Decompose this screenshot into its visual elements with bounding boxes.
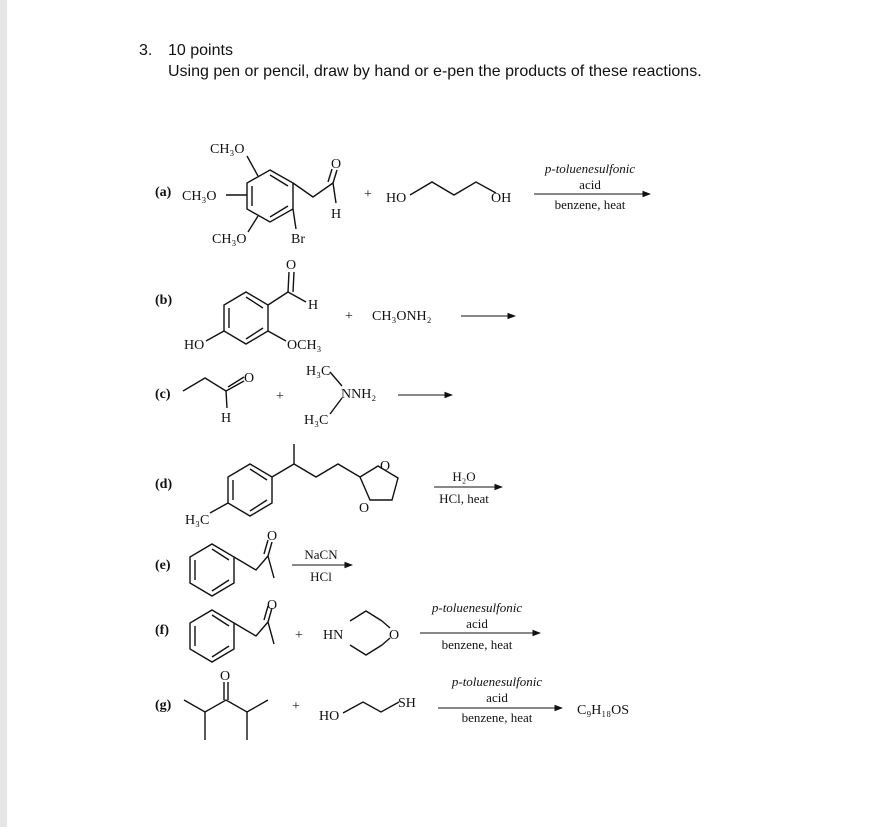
reaction-a-ch3o-top: CH₃O xyxy=(210,142,244,157)
reaction-g-o: O xyxy=(220,669,230,684)
reaction-d-condition-below: HCl, heat xyxy=(439,491,489,506)
reaction-a-ch3o-left: CH₃O xyxy=(182,189,216,204)
reaction-g: (g) O + HO SH p-toluenesulfonic acid ben… xyxy=(155,669,629,740)
reaction-g-reagent-ho: HO xyxy=(319,709,339,724)
reaction-c-h3c-top: H₃C xyxy=(306,364,330,379)
reaction-b-aldehyde-o: O xyxy=(286,258,296,273)
reaction-c-h: H xyxy=(221,411,231,426)
question-points: 10 points xyxy=(168,42,233,59)
reaction-g-condition-line1: p-toluenesulfonic xyxy=(451,674,542,689)
reaction-e-condition-above: NaCN xyxy=(304,547,338,562)
reaction-b-ho: HO xyxy=(184,338,204,353)
reaction-c-h3c-bottom: H₃C xyxy=(304,413,328,428)
question-number: 3. xyxy=(139,42,153,59)
reaction-f-label: (f) xyxy=(155,623,169,638)
reaction-a-condition-line1: p-toluenesulfonic xyxy=(544,161,635,176)
reaction-d: (d) H₃C O O H₂O HCl, heat xyxy=(155,444,504,528)
reaction-a-label: (a) xyxy=(155,185,172,200)
reaction-a-aldehyde-o: O xyxy=(331,157,341,172)
reaction-d-dioxolane-o-top: O xyxy=(380,459,390,474)
reaction-d-label: (d) xyxy=(155,477,172,492)
reaction-a-ch3o-bottom: CH₃O xyxy=(212,232,246,247)
reaction-b-och3: OCH₃ xyxy=(287,338,322,353)
reaction-d-h3c: H₃C xyxy=(185,513,209,528)
reaction-c-plus: + xyxy=(276,389,284,404)
reaction-a-aldehyde-h: H xyxy=(331,207,341,222)
reaction-a: (a) CH₃O CH₃O CH₃O Br O H + HO OH p-tolu… xyxy=(155,142,652,247)
reaction-f-condition-below: benzene, heat xyxy=(442,637,513,652)
reaction-e-condition-below: HCl xyxy=(310,569,332,584)
reaction-f-plus: + xyxy=(295,628,303,643)
reaction-e-o: O xyxy=(267,529,277,544)
reaction-g-product-formula: C₉H₁₈OS xyxy=(577,703,629,718)
reaction-a-reagent-ho: HO xyxy=(386,191,406,206)
reaction-b: (b) O H HO OCH₃ + CH₃ONH₂ xyxy=(155,258,517,353)
reaction-g-condition-below: benzene, heat xyxy=(462,710,533,725)
reaction-c: (c) O H + H₃C NNH₂ H₃C xyxy=(155,364,454,428)
reaction-f: (f) O + HN O p-toluenesulfonic acid benz… xyxy=(155,598,542,663)
reaction-f-morpholine-nh: HN xyxy=(323,628,343,643)
reaction-b-plus: + xyxy=(345,309,353,324)
reaction-g-plus: + xyxy=(292,699,300,714)
reaction-a-condition-below: benzene, heat xyxy=(555,197,626,212)
reaction-f-condition-line1: p-toluenesulfonic xyxy=(431,600,522,615)
reaction-a-reagent-oh: OH xyxy=(491,191,511,206)
reaction-a-plus: + xyxy=(364,187,372,202)
reaction-c-nnh2: NNH₂ xyxy=(341,387,376,402)
reaction-d-condition-above: H₂O xyxy=(452,469,475,484)
reaction-f-o: O xyxy=(267,598,277,613)
reaction-b-benzene-ring xyxy=(223,291,269,345)
reaction-e-label: (e) xyxy=(155,558,171,573)
reaction-f-condition-line2: acid xyxy=(466,616,488,631)
reaction-b-reagent: CH₃ONH₂ xyxy=(372,309,432,324)
reaction-g-label: (g) xyxy=(155,698,172,713)
reaction-e: (e) O NaCN HCl xyxy=(155,529,354,597)
reaction-f-morpholine-o: O xyxy=(389,628,399,643)
reaction-d-dioxolane-o-bottom: O xyxy=(359,501,369,516)
reaction-a-benzene-ring xyxy=(246,169,294,223)
reaction-c-o: O xyxy=(244,371,254,386)
reaction-g-reagent-sh: SH xyxy=(398,696,416,711)
page-gutter xyxy=(0,0,7,827)
reaction-a-br: Br xyxy=(291,232,305,247)
reaction-g-condition-line2: acid xyxy=(486,690,508,705)
reaction-e-benzene-ring xyxy=(189,543,235,597)
question-instructions: Using pen or pencil, draw by hand or e-p… xyxy=(168,63,702,80)
reaction-d-benzene-ring xyxy=(227,463,273,517)
reaction-b-label: (b) xyxy=(155,293,172,308)
reaction-a-condition-line2: acid xyxy=(579,177,601,192)
reaction-b-aldehyde-h: H xyxy=(308,298,318,313)
reaction-c-label: (c) xyxy=(155,387,171,402)
reaction-f-benzene-ring xyxy=(189,609,235,663)
